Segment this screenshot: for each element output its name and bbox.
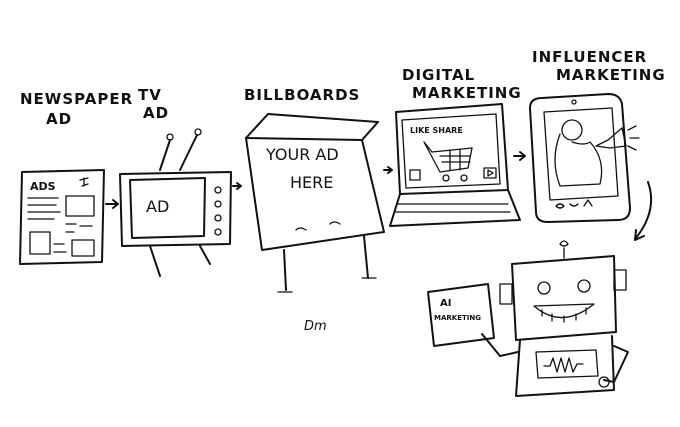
ai-sign-line2: MARKETING <box>434 314 481 322</box>
ai-robot-illustration: AI MARKETING <box>427 240 629 397</box>
digital-laptop-illustration: LIKE SHARE <box>389 103 521 227</box>
digital-like-share-text: LIKE SHARE <box>410 126 463 135</box>
arrow-influencer-to-ai <box>634 181 652 241</box>
label-tv-line2: AD <box>143 104 169 122</box>
label-digital: DIGITAL MARKETING <box>402 66 522 102</box>
label-billboard-line1: BILLBOARDS <box>244 86 360 104</box>
artist-signature: Dm <box>304 319 327 334</box>
arrow-tv-to-billboard <box>232 182 242 190</box>
billboard-line1: YOUR AD <box>265 145 339 164</box>
label-newspaper-line1: NEWSPAPER <box>20 90 133 108</box>
label-billboard: BILLBOARDS <box>244 86 360 104</box>
arrow-digital-to-influencer <box>513 151 526 161</box>
newspaper-ads-text: ADS <box>30 180 56 193</box>
billboard-line2: HERE <box>290 173 333 192</box>
label-digital-line1: DIGITAL <box>402 66 475 84</box>
tv-illustration: AD <box>119 128 232 277</box>
label-newspaper-line2: AD <box>46 110 72 128</box>
ai-sign-line1: AI <box>440 298 451 309</box>
tv-ad-text: AD <box>146 197 169 216</box>
newspaper-illustration: ADS <box>19 169 105 265</box>
label-influencer: INFLUENCER MARKETING <box>532 48 666 84</box>
label-tv-line1: TV <box>138 86 162 104</box>
label-tv: TV AD <box>138 86 169 122</box>
label-digital-line2: MARKETING <box>412 84 522 102</box>
arrow-billboard-to-digital <box>383 166 393 174</box>
arrow-newspaper-to-tv <box>105 199 119 209</box>
label-newspaper: NEWSPAPER AD <box>20 90 133 128</box>
label-influencer-line1: INFLUENCER <box>532 48 647 66</box>
influencer-phone-illustration <box>529 93 640 223</box>
label-influencer-line2: MARKETING <box>556 66 666 84</box>
billboard-illustration: YOUR AD HERE <box>245 113 385 293</box>
